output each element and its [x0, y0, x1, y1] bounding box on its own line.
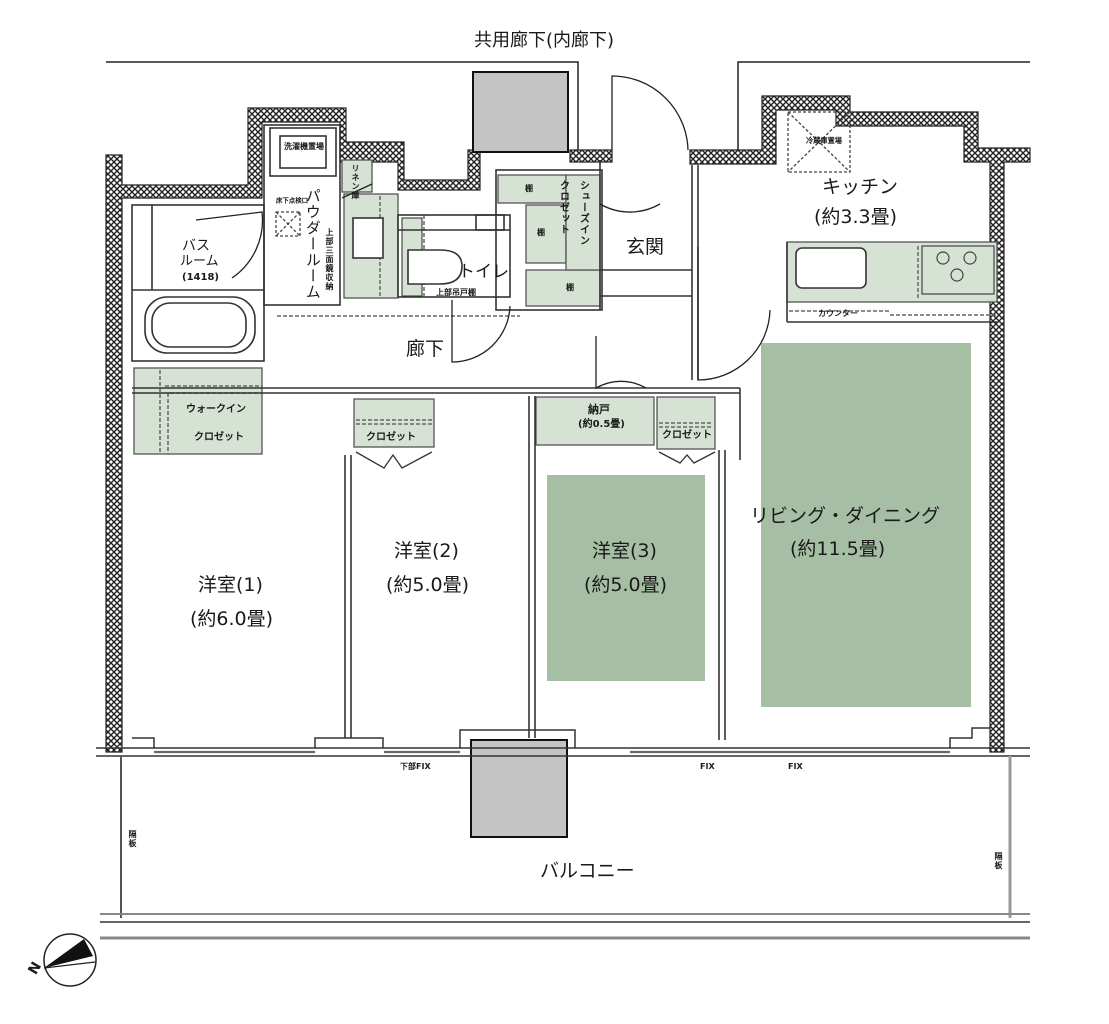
- western1-size: (約6.0畳): [190, 608, 274, 630]
- column-balcony: [470, 739, 568, 838]
- fridge-label: 冷蔵庫置場: [806, 136, 842, 145]
- hallway-label: 廊下: [406, 338, 445, 360]
- shoes-shelf3: [525, 269, 601, 307]
- window-wall: [96, 727, 1030, 757]
- linen-label: リネン庫: [351, 164, 360, 200]
- shelf-label-1: 棚: [525, 184, 533, 193]
- shelf-label-2: 棚: [537, 228, 545, 237]
- shelf-label-3: 棚: [566, 283, 574, 292]
- entrance-label: 玄関: [626, 236, 665, 258]
- wic-fill: [133, 367, 263, 455]
- partition-label-right: 隔板: [994, 852, 1003, 870]
- living-size: (約11.5畳): [790, 538, 886, 560]
- toilet-fixture: [407, 249, 463, 285]
- doors: [195, 75, 771, 390]
- bath-size: (1418): [182, 272, 219, 283]
- western1-label: 洋室(1): [198, 574, 263, 596]
- western3-label: 洋室(3): [592, 540, 657, 562]
- living-floor: [761, 343, 971, 707]
- powder-note: 上部三面鏡収納: [325, 228, 334, 291]
- bathtub: [144, 296, 256, 354]
- balcony-label: バルコニー: [540, 860, 635, 882]
- counter-label: カウンター: [818, 309, 858, 318]
- shoes-closet-label: シューズイン: [577, 180, 589, 246]
- closet2-label: クロゼット: [366, 432, 416, 443]
- column-top: [472, 71, 569, 153]
- toilet-cabinet-note: 上部吊戸棚: [436, 288, 476, 297]
- partition-label-left: 隔板: [128, 830, 137, 848]
- storage-fill: [535, 396, 655, 446]
- north-compass-icon: [43, 933, 97, 987]
- kitchen-size: (約3.3畳): [814, 206, 898, 228]
- bath-label: バス: [182, 238, 210, 254]
- window-note-2: FIX: [700, 762, 715, 771]
- laundry-label: 洗濯機置場: [284, 142, 324, 151]
- inspection-label: 床下点検口: [276, 197, 308, 205]
- storage-size: (約0.5畳): [578, 419, 625, 430]
- storage-label: 納戸: [588, 403, 610, 416]
- balcony-rail: [100, 756, 1030, 940]
- kitchen-label: キッチン: [822, 176, 899, 198]
- corridor-title: 共用廊下(内廊下): [474, 30, 615, 51]
- interior-walls: [131, 124, 997, 740]
- closet3-label: クロゼット: [662, 430, 712, 441]
- bath-label-2: ルーム: [180, 254, 219, 269]
- window-note-1: 下部FIX: [400, 762, 431, 771]
- western3-floor: [547, 475, 705, 681]
- living-label: リビング・ダイニング: [750, 505, 941, 527]
- powder-room-label: パウダールーム: [303, 188, 322, 300]
- closet2-fill: [353, 398, 435, 448]
- western2-label: 洋室(2): [394, 540, 459, 562]
- vanity-sink: [352, 217, 384, 259]
- window-note-3: FIX: [788, 762, 803, 771]
- wic-label-2: クロゼット: [194, 432, 244, 443]
- western2-size: (約5.0畳): [386, 574, 470, 596]
- bifold-doors: [355, 451, 716, 469]
- stove-burners: [921, 245, 995, 295]
- shoes-shelf1: [497, 174, 567, 204]
- toilet-label: トイレ: [458, 262, 509, 282]
- sink: [795, 247, 867, 289]
- shoes-closet-label-2: クロゼット: [557, 180, 569, 235]
- wic-label: ウォークイン: [186, 404, 246, 415]
- western3-size: (約5.0畳): [584, 574, 668, 596]
